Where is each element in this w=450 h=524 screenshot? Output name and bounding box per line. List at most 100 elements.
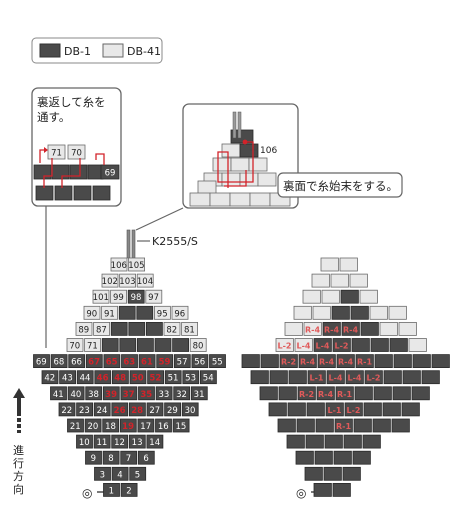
callout-bead <box>230 157 250 172</box>
callout-bead-label: 70 <box>71 149 82 159</box>
thread-path <box>217 141 254 188</box>
callout-bead <box>221 143 241 158</box>
bead-label: 96 <box>174 309 185 319</box>
bead: 53 <box>182 370 200 385</box>
bead <box>259 386 278 401</box>
bead-label: 20 <box>87 422 98 432</box>
bead <box>379 321 398 336</box>
bead: 17 <box>137 418 155 433</box>
bead <box>350 305 369 320</box>
bead <box>339 257 358 272</box>
bead: R-4 <box>322 321 341 336</box>
legend-dark-label: DB-1 <box>64 45 91 58</box>
bead-label: 65 <box>106 358 118 368</box>
bead: 68 <box>50 354 68 369</box>
bead <box>305 434 324 449</box>
bead <box>101 338 119 352</box>
bead <box>372 418 391 433</box>
bead-label: 35 <box>140 390 152 400</box>
legend: DB-1 DB-41 <box>31 37 163 64</box>
bead: 5 <box>129 466 147 481</box>
bead-label: 26 <box>114 406 126 416</box>
legend-dark-swatch <box>39 43 61 58</box>
needle-label: K2555/S <box>152 235 198 248</box>
bead: 6 <box>137 450 155 465</box>
bead <box>411 386 430 401</box>
bead: 37 <box>120 386 138 401</box>
bead-label: R-2 <box>299 390 314 399</box>
bead <box>382 402 401 417</box>
bead-label: 53 <box>185 374 196 384</box>
bead <box>315 418 334 433</box>
bead: R-2 <box>297 386 316 401</box>
callout-bead <box>35 185 54 201</box>
bead-label: L-4 <box>316 342 330 351</box>
callout-bead-label: 71 <box>51 149 62 159</box>
bead <box>314 450 333 465</box>
bead-label: 90 <box>86 309 97 319</box>
bead: 51 <box>164 370 182 385</box>
bead: 15 <box>172 418 190 433</box>
bead: 99 <box>110 289 127 304</box>
bead <box>351 338 370 352</box>
bead: L-2 <box>364 370 383 385</box>
bead: 24 <box>93 402 111 417</box>
bead: 10 <box>76 434 93 449</box>
bead-label: 69 <box>36 358 47 368</box>
bead <box>284 321 303 336</box>
callout-right-note-text: 裏面で糸始末をする。 <box>283 179 398 193</box>
bead-label: L-2 <box>278 342 292 351</box>
bead-label: L-2 <box>347 406 361 415</box>
bead <box>391 418 410 433</box>
bead-label: 54 <box>203 374 214 384</box>
direction-char-4: 向 <box>13 482 24 496</box>
bead: L-2 <box>332 338 351 352</box>
bead-label: 71 <box>87 342 98 352</box>
bead <box>359 289 378 304</box>
bead-label: 14 <box>149 438 160 448</box>
bead-label: 28 <box>131 406 143 416</box>
callout-right-connector <box>135 207 184 231</box>
bead: 12 <box>111 434 129 449</box>
bead-label: 27 <box>149 406 160 416</box>
bead-label: 59 <box>159 358 171 368</box>
callout-bead <box>54 185 73 201</box>
bead-label: 6 <box>143 454 148 464</box>
bead <box>304 466 323 481</box>
bead-label: L-4 <box>329 374 343 383</box>
bead-label: 63 <box>123 358 135 368</box>
callout-bead <box>230 129 254 144</box>
callout-bead <box>248 157 268 172</box>
bead-label: 106 <box>111 261 127 271</box>
start-symbol-left: ◎ <box>82 486 92 500</box>
bead-label: 91 <box>104 309 115 319</box>
start-symbol-right: ◎ <box>296 486 306 500</box>
legend-light-swatch <box>102 43 124 58</box>
bead <box>340 289 359 304</box>
bead-label: 11 <box>96 438 107 448</box>
bead: L-4 <box>313 338 332 352</box>
bead: 18 <box>102 418 120 433</box>
bead-label: 8 <box>108 454 113 464</box>
callout-right: 106 <box>182 103 299 209</box>
bead <box>277 418 296 433</box>
bead: 2 <box>120 482 138 497</box>
bead: L-4 <box>326 370 345 385</box>
bead-label: 3 <box>100 470 105 480</box>
bead <box>331 305 350 320</box>
bead: L-4 <box>294 338 313 352</box>
bead <box>110 321 128 336</box>
bead-label: 70 <box>69 342 80 352</box>
bead <box>312 305 331 320</box>
bead-label: 7 <box>126 454 131 464</box>
bead-label: 13 <box>132 438 143 448</box>
bead-label: 31 <box>194 390 205 400</box>
bead: 66 <box>68 354 86 369</box>
bead <box>383 370 402 385</box>
bead-label: L-4 <box>348 374 362 383</box>
bead-label: 103 <box>119 277 135 287</box>
bead: 4 <box>111 466 129 481</box>
bead: L-4 <box>345 370 364 385</box>
callout-bead: 71 <box>47 144 66 160</box>
bead <box>402 370 421 385</box>
